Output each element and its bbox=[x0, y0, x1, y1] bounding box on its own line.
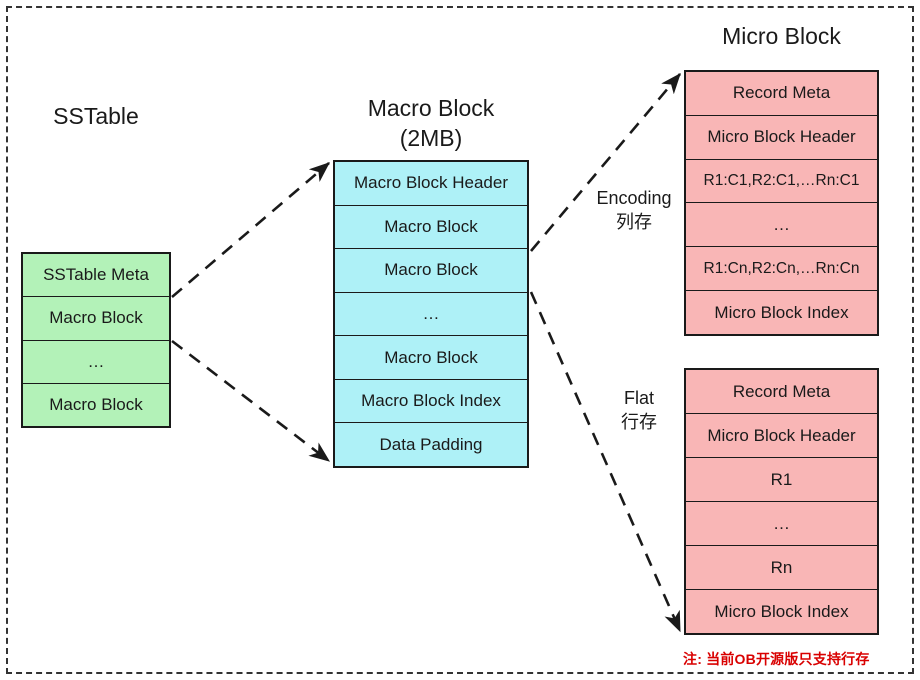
micro-block-encoding-row: Micro Block Index bbox=[686, 291, 877, 334]
macro-block-row: Macro Block Header bbox=[335, 162, 527, 206]
macro-block-row: Macro Block bbox=[335, 205, 527, 250]
macro-block-row: Macro Block bbox=[335, 249, 527, 293]
arrow-sstable-to-macro-bottom bbox=[171, 339, 331, 463]
sstable-title: SSTable bbox=[53, 103, 139, 129]
arrow-sstable-to-macro-top bbox=[171, 162, 330, 298]
micro-block-encoding-stack: Record Meta Micro Block Header R1:C1,R2:… bbox=[684, 70, 879, 336]
micro-block-flat-row: Record Meta bbox=[686, 370, 877, 414]
micro-block-encoding-row: R1:Cn,R2:Cn,…Rn:Cn bbox=[686, 247, 877, 292]
macro-block-row: Macro Block bbox=[335, 336, 527, 380]
edge-label-flat: Flat 行存 bbox=[621, 388, 657, 432]
sstable-stack: SSTable Meta Macro Block … Macro Block bbox=[21, 252, 171, 428]
sstable-row: SSTable Meta bbox=[23, 254, 169, 298]
macro-block-row: Data Padding bbox=[335, 423, 527, 467]
micro-block-encoding-row: R1:C1,R2:C1,…Rn:C1 bbox=[686, 159, 877, 204]
macro-block-row: Macro Block Index bbox=[335, 379, 527, 424]
micro-block-encoding-row: Record Meta bbox=[686, 72, 877, 116]
macro-block-row: … bbox=[335, 292, 527, 337]
micro-block-flat-row: Micro Block Header bbox=[686, 414, 877, 458]
sstable-row: Macro Block bbox=[23, 383, 169, 426]
micro-block-flat-stack: Record Meta Micro Block Header R1 … Rn M… bbox=[684, 368, 879, 635]
sstable-row: … bbox=[23, 340, 169, 384]
macro-block-stack: Macro Block Header Macro Block Macro Blo… bbox=[333, 160, 529, 468]
arrow-macro-to-micro-flat bbox=[529, 291, 682, 633]
micro-block-flat-row: … bbox=[686, 502, 877, 546]
macro-block-title: Macro Block (2MB) bbox=[367, 95, 495, 151]
sstable-row: Macro Block bbox=[23, 297, 169, 341]
micro-block-flat-row: Rn bbox=[686, 546, 877, 590]
micro-block-flat-row: R1 bbox=[686, 458, 877, 502]
micro-block-encoding-row: … bbox=[686, 203, 877, 248]
micro-block-encoding-row: Micro Block Header bbox=[686, 115, 877, 160]
micro-block-title: Micro Block bbox=[722, 23, 841, 49]
edge-label-encoding: Encoding 列存 bbox=[596, 188, 672, 232]
micro-block-flat-row: Micro Block Index bbox=[686, 590, 877, 633]
footnote-note: 注: 当前OB开源版只支持行存 bbox=[683, 651, 870, 667]
